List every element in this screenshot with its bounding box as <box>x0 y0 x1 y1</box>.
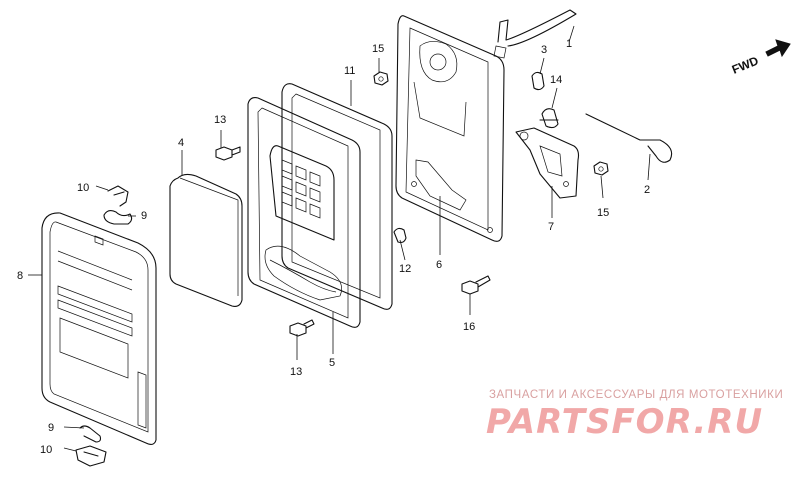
part-11-gasket <box>281 83 393 310</box>
fwd-arrow-icon <box>765 39 791 58</box>
callout-13-lower: 13 <box>290 366 302 378</box>
callout-13-upper: 13 <box>214 114 226 126</box>
callout-7: 7 <box>548 221 554 233</box>
part-5-case <box>247 97 361 328</box>
part-6-base <box>395 15 505 242</box>
part-15-nut-upper <box>373 71 389 86</box>
callout-1: 1 <box>566 38 572 50</box>
part-15-nut-right <box>593 161 609 176</box>
part-4-element <box>169 173 243 307</box>
callout-2: 2 <box>644 184 650 196</box>
watermark-brand: PARTSFOR.RU <box>486 402 764 442</box>
callout-numbers: 1 2 3 4 5 6 7 8 9 9 10 10 11 12 13 13 14… <box>17 38 650 456</box>
part-2-rod <box>585 113 673 163</box>
part-8-cover <box>41 212 157 446</box>
callout-16: 16 <box>463 321 475 333</box>
callout-8: 8 <box>17 270 23 282</box>
part-13-bolt-upper <box>215 146 241 161</box>
callout-5: 5 <box>329 357 335 369</box>
part-1-tube <box>493 9 577 59</box>
callout-4: 4 <box>178 137 184 149</box>
part-16-bolt <box>461 275 491 295</box>
part-13-bolt-lower <box>289 319 315 337</box>
part-14-grommet <box>539 108 559 129</box>
leader-lines <box>28 25 651 452</box>
fwd-direction-indicator: FWD <box>730 39 791 77</box>
part-10-clip-lower <box>75 445 107 467</box>
callout-6: 6 <box>436 259 442 271</box>
part-9-clip-lower <box>79 425 102 443</box>
part-9-clip-upper <box>103 209 133 225</box>
callout-15-right: 15 <box>597 207 609 219</box>
callout-12: 12 <box>399 263 411 275</box>
part-10-clip-upper <box>107 185 129 207</box>
callout-9-lower: 9 <box>48 422 54 434</box>
callout-11: 11 <box>344 65 355 77</box>
callout-9-upper: 9 <box>141 210 147 222</box>
watermark-tagline: ЗАПЧАСТИ И АКСЕССУАРЫ ДЛЯ МОТОТЕХНИКИ <box>489 389 784 401</box>
callout-3: 3 <box>541 44 547 56</box>
part-3-collar <box>531 71 545 91</box>
callout-10-lower: 10 <box>40 444 52 456</box>
callout-15-upper: 15 <box>372 43 384 55</box>
callout-14: 14 <box>550 74 562 86</box>
callout-10-upper: 10 <box>77 182 89 194</box>
fwd-label: FWD <box>730 53 761 76</box>
part-7-bracket <box>515 127 580 199</box>
